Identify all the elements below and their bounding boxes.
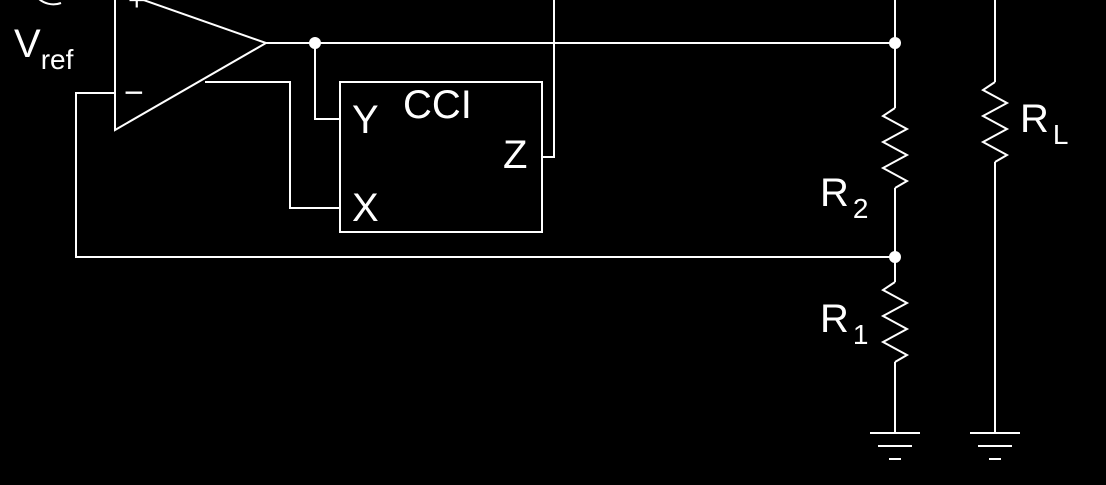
port-y-label: Y: [352, 98, 379, 142]
y-input-wire: [314, 43, 340, 120]
feedback-wire: [75, 92, 895, 258]
junction-dot-r1-top: [889, 251, 901, 263]
rl-resistor: [980, 81, 1010, 163]
junction-dot-r2-top: [889, 37, 901, 49]
opamp-triangle: [114, 0, 269, 132]
ground-symbol-rl: [970, 432, 1020, 460]
port-x-label: X: [352, 186, 379, 230]
port-z-label: Z: [503, 133, 527, 177]
ground-symbol-r1: [870, 432, 920, 460]
opamp-plus-sign: +: [128, 0, 146, 17]
r2-resistor: [880, 107, 910, 189]
z-output-wire: [542, 0, 555, 158]
junction-dot-output: [309, 37, 321, 49]
cci-block-title: CCI: [403, 83, 472, 127]
r1-resistor: [880, 281, 910, 363]
vref-source-symbol: [38, 0, 62, 6]
x-input-wire: [205, 81, 340, 209]
opamp-minus-sign: −: [124, 74, 144, 112]
vref-label: Vref: [14, 22, 74, 75]
